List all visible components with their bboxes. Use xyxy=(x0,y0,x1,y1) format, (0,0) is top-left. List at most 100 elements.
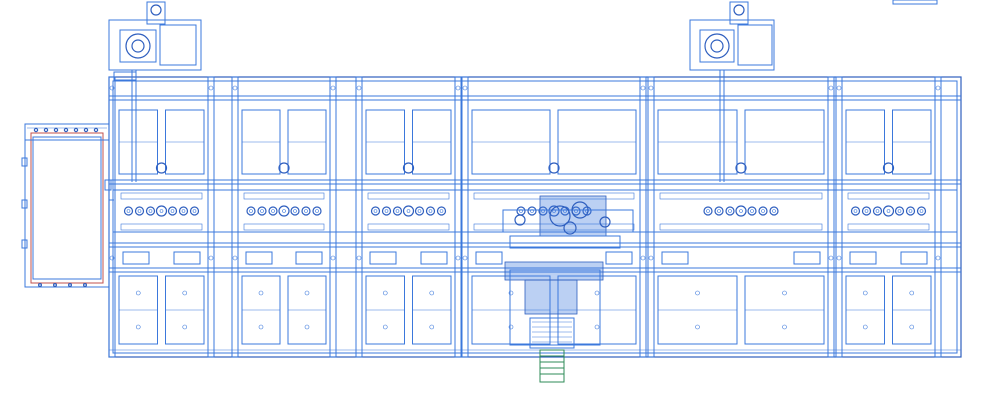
roller xyxy=(123,206,134,216)
roller xyxy=(538,206,548,216)
roller-hub xyxy=(706,209,710,213)
bolt xyxy=(648,85,654,91)
pane-bolt xyxy=(782,324,787,330)
frame-post xyxy=(355,76,363,358)
rail-strip xyxy=(847,192,930,200)
roller-hub xyxy=(897,209,902,213)
bolt xyxy=(232,85,238,91)
main-frame xyxy=(108,76,962,358)
conveyor-bracket xyxy=(605,251,633,265)
frame-post xyxy=(647,76,655,358)
bolt xyxy=(828,255,834,261)
rail-strip xyxy=(659,223,823,231)
pane-bolt xyxy=(782,290,787,296)
roller xyxy=(703,206,713,216)
conveyor-bracket xyxy=(849,251,877,265)
roller-hub xyxy=(428,209,433,213)
rail-strip xyxy=(120,223,203,231)
roller xyxy=(312,206,322,216)
conveyor-bracket xyxy=(661,251,689,265)
bolt xyxy=(330,255,336,261)
center-drive-unit xyxy=(502,195,634,383)
bolt xyxy=(828,85,834,91)
roller xyxy=(134,206,145,216)
roller-hub xyxy=(271,209,275,213)
bolt xyxy=(935,255,941,261)
motor-unit-right xyxy=(689,1,775,182)
rail-strip xyxy=(847,223,930,231)
fitting xyxy=(402,162,415,174)
frame-post xyxy=(835,76,843,358)
bolt xyxy=(462,255,468,261)
roller-hub xyxy=(304,209,308,213)
bolt xyxy=(455,255,461,261)
roller-hub xyxy=(728,209,732,213)
conveyor-bracket xyxy=(369,251,397,265)
pane-bolt xyxy=(258,290,264,296)
bolt xyxy=(330,85,336,91)
roller-hub xyxy=(717,209,721,213)
roller xyxy=(257,206,267,216)
roller-hub xyxy=(439,209,444,213)
conveyor-bracket xyxy=(173,251,201,265)
pane-bolt xyxy=(508,324,514,330)
bolt xyxy=(208,255,214,261)
rail-strip xyxy=(243,223,325,231)
side-cabinet xyxy=(21,123,114,288)
pane-bolt xyxy=(429,290,435,296)
roller-hub xyxy=(875,209,880,213)
roller xyxy=(178,206,189,216)
bolt xyxy=(935,85,941,91)
roller xyxy=(850,206,861,216)
frame-post xyxy=(454,76,462,358)
rail-strip xyxy=(120,192,203,200)
bolt xyxy=(455,85,461,91)
roller xyxy=(861,206,872,216)
roller-hub xyxy=(417,209,422,213)
roller xyxy=(894,206,905,216)
pane-bolt xyxy=(862,290,868,296)
conveyor-bracket xyxy=(420,251,448,265)
pane-bolt xyxy=(909,324,915,330)
pane-bolt xyxy=(258,324,264,330)
roller xyxy=(527,206,537,216)
frame-post xyxy=(231,76,239,358)
bolt xyxy=(356,85,362,91)
bolt xyxy=(109,255,115,261)
bolt xyxy=(208,85,214,91)
bolt xyxy=(232,255,238,261)
pane-bolt xyxy=(508,290,514,296)
bolt xyxy=(836,85,842,91)
roller-hub xyxy=(126,209,131,213)
frame-post xyxy=(207,76,215,358)
roller xyxy=(714,206,724,216)
roller xyxy=(905,206,916,216)
roller-hub xyxy=(739,209,743,213)
rail-strip xyxy=(473,192,635,200)
roller-hub xyxy=(373,209,378,213)
roller-hub xyxy=(761,209,765,213)
roller xyxy=(392,206,403,216)
roller xyxy=(916,206,927,216)
roller xyxy=(747,206,757,216)
conveyor-bracket xyxy=(475,251,503,265)
pane-bolt xyxy=(594,324,600,330)
conveyor-rail xyxy=(112,189,958,233)
fitting xyxy=(882,162,895,174)
fitting xyxy=(155,162,168,174)
motor-unit-left xyxy=(108,1,202,182)
pane-bolt xyxy=(909,290,915,296)
pane-bolt xyxy=(182,290,188,296)
roller xyxy=(189,206,200,216)
roller-hub xyxy=(864,209,869,213)
roller xyxy=(402,205,415,217)
fitting xyxy=(735,162,747,174)
roller-hub xyxy=(181,209,186,213)
roller-hub xyxy=(772,209,776,213)
roller xyxy=(145,206,156,216)
roller xyxy=(436,206,447,216)
roller xyxy=(425,206,436,216)
rail-strip xyxy=(367,192,450,200)
roller-hub xyxy=(249,209,253,213)
